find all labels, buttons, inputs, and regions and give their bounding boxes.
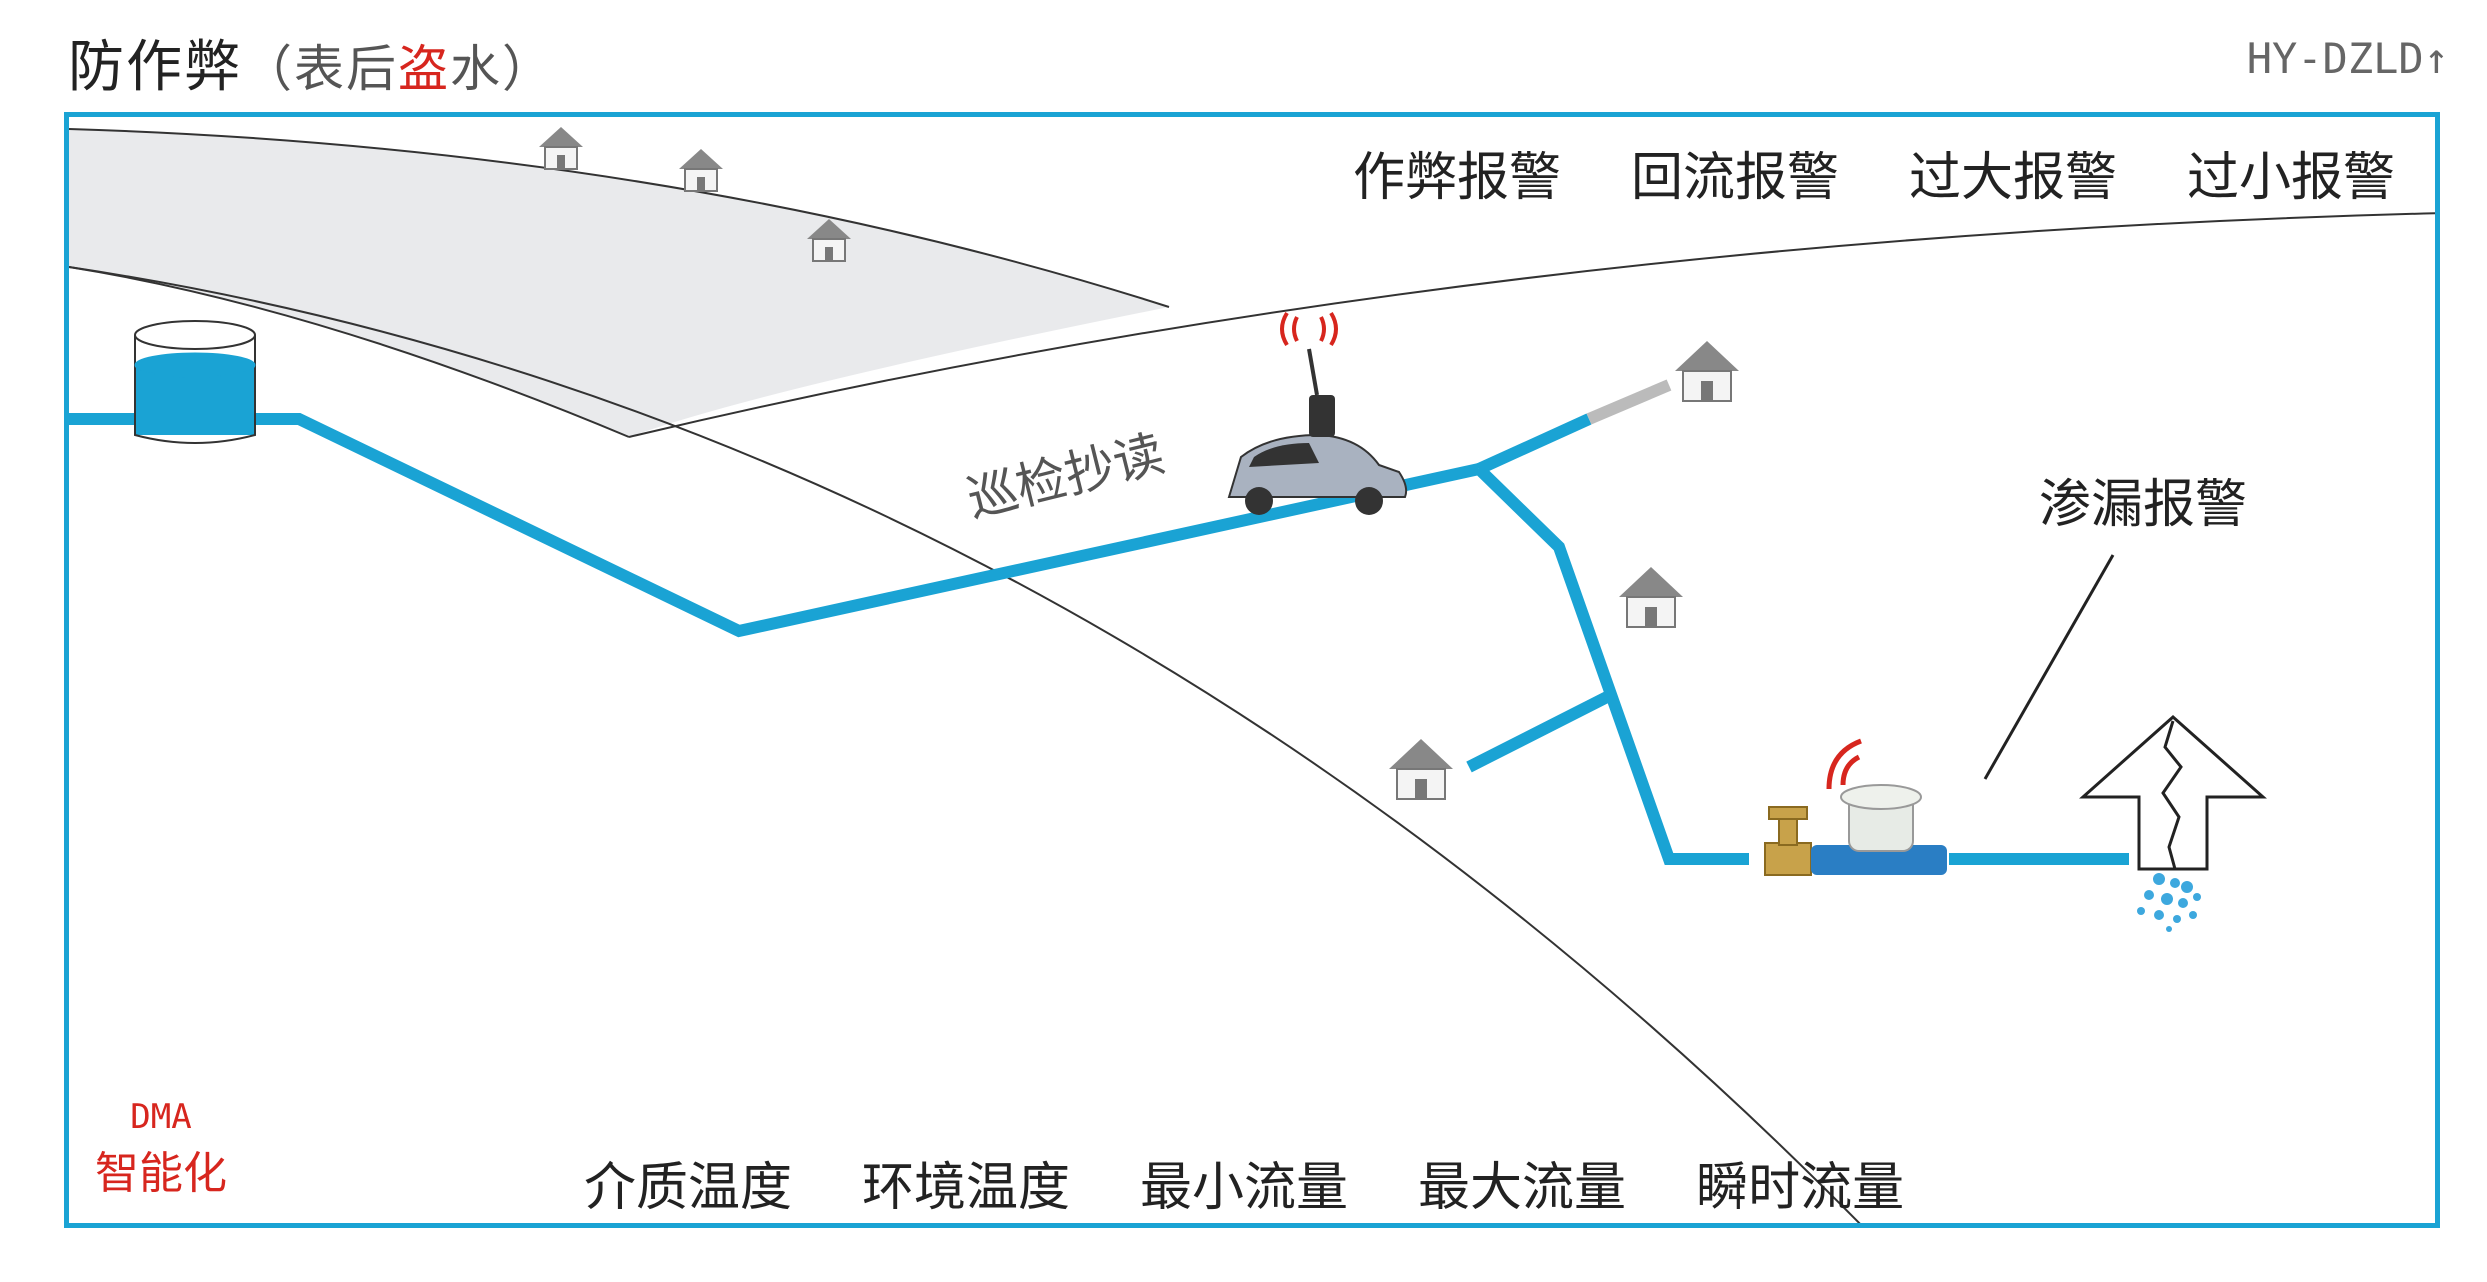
leak-alarm-label: 渗漏报警	[2039, 475, 2248, 535]
title-sub-close: 水）	[450, 40, 554, 98]
patrol-car-icon	[1227, 348, 1408, 515]
water-tank-icon	[134, 320, 256, 444]
dma-en: DMA	[130, 1097, 192, 1137]
house-icon	[807, 219, 851, 262]
cracked-house-icon	[2079, 714, 2267, 871]
meter-signal-icon	[1826, 738, 1862, 790]
alarm-item: 过小报警	[2186, 148, 2395, 208]
boundary-curve-long	[69, 266, 1861, 1223]
dma-zh: 智能化	[95, 1148, 227, 1199]
metric-item: 最小流量	[1140, 1158, 1349, 1218]
title-main: 防作弊	[68, 35, 242, 100]
title-sub-open: （表后	[242, 40, 398, 98]
metric-item: 最大流量	[1418, 1158, 1627, 1218]
valve-icon	[1764, 806, 1812, 876]
metric-item: 瞬时流量	[1696, 1158, 1905, 1218]
metric-list: 介质温度 环境温度 最小流量 最大流量 瞬时流量	[584, 1145, 1904, 1220]
house-icon	[1619, 567, 1683, 628]
side-pipe	[1466, 691, 1610, 773]
page-title: 防作弊（表后盗水）	[68, 22, 554, 103]
alarm-item: 回流报警	[1630, 148, 1839, 208]
branch-pipe-upper	[1476, 413, 1592, 475]
model-code: HY-DZLD↑	[2246, 34, 2449, 83]
alarm-item: 作弊报警	[1352, 148, 1561, 208]
dma-badge: DMA 智能化	[95, 1097, 227, 1201]
zone-area	[69, 129, 1169, 437]
water-splash-icon	[2137, 873, 2201, 932]
house-icon	[679, 149, 723, 192]
water-meter-icon	[1811, 784, 1947, 875]
house-icon	[539, 127, 583, 170]
network-diagram	[69, 127, 2435, 1223]
branch-pipe-down	[1474, 464, 1749, 865]
alarm-item: 过大报警	[1908, 148, 2117, 208]
diagram-frame: 作弊报警 回流报警 过大报警 过小报警 巡检抄读 渗漏报警 DMA 智能化 介质…	[64, 112, 2440, 1228]
leak-pointer-line	[1983, 554, 2115, 780]
house-icon	[1675, 341, 1739, 402]
metric-item: 环境温度	[862, 1158, 1071, 1218]
signal-icon	[1280, 311, 1338, 347]
alarm-list: 作弊报警 回流报警 过大报警 过小报警	[1353, 135, 2395, 210]
zone-boundary-lower	[69, 266, 630, 438]
zone-boundary-upper	[69, 128, 1170, 308]
house-icon	[1389, 739, 1453, 800]
metric-item: 介质温度	[584, 1158, 793, 1218]
boundary-curve-top	[628, 212, 2435, 438]
title-sub-red: 盗	[398, 40, 450, 98]
branch-pipe-upper-gray	[1586, 379, 1672, 425]
